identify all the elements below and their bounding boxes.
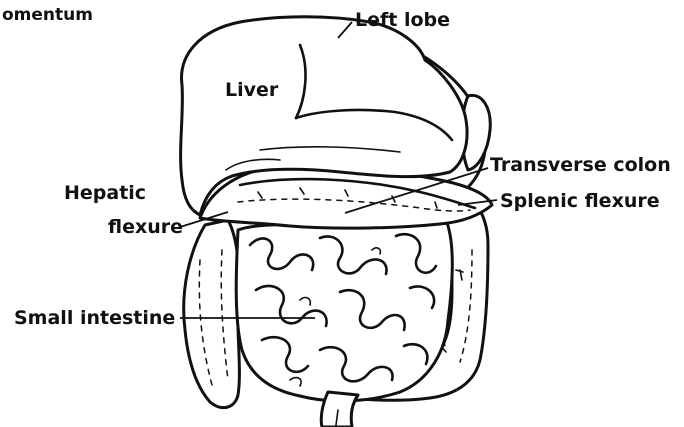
label-liver: Liver <box>225 79 279 101</box>
label-transverse-colon: Transverse colon <box>490 154 671 176</box>
label-omentum: omentum <box>2 5 93 25</box>
small-intestine <box>236 216 452 401</box>
label-left-lobe: Left lobe <box>355 9 450 31</box>
label-splenic-flexure: Splenic flexure <box>500 190 660 212</box>
sigmoid-colon <box>321 392 358 427</box>
label-flexure: flexure <box>108 216 183 238</box>
label-small-intestine: Small intestine <box>14 307 175 329</box>
label-hepatic: Hepatic <box>64 182 146 204</box>
ascending-colon <box>184 220 240 408</box>
